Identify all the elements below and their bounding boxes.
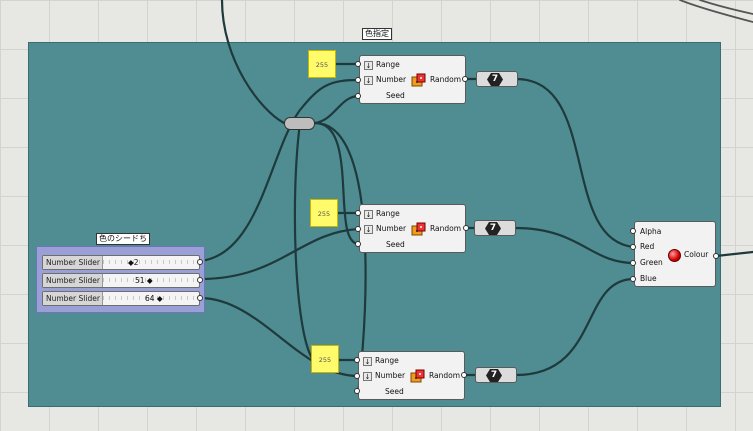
number-slider-3[interactable]: Number Slider 64 ◆ [42, 291, 203, 306]
input-grip[interactable] [630, 228, 636, 234]
input-grip[interactable] [630, 260, 636, 266]
colour-component[interactable]: Alpha Red Green Blue Colour [634, 221, 716, 287]
number-input[interactable]: ↓Number [364, 75, 407, 85]
slider-label: Number Slider [43, 292, 103, 305]
input-grip[interactable] [354, 388, 360, 394]
seed-input[interactable]: Seed [385, 387, 404, 396]
slider-label: Number Slider [43, 256, 103, 269]
slider-value: 64 ◆ [145, 294, 163, 303]
param-toggle-icon[interactable]: ↓ [364, 224, 373, 234]
number-param-3[interactable]: 7 [475, 367, 517, 383]
param-toggle-icon[interactable]: ↓ [364, 75, 373, 85]
output-grip[interactable] [197, 259, 203, 265]
slider-track[interactable]: 64 ◆ [103, 292, 199, 305]
component-name: Random [429, 371, 461, 380]
number-slider-1[interactable]: Number Slider ◆2 [42, 255, 203, 270]
seed-input[interactable]: Seed [386, 91, 405, 100]
input-grip[interactable] [355, 226, 361, 232]
random-component-3[interactable]: ↓Range ↓Number Seed Random [358, 351, 465, 400]
random-component-2[interactable]: ↓Range ↓Number Seed Random [359, 204, 466, 253]
hexagon-number-icon: 7 [485, 222, 501, 235]
slider-track[interactable]: ◆2 [103, 256, 199, 269]
seed-input[interactable]: Seed [386, 240, 405, 249]
component-name: Random [430, 224, 462, 233]
number-param-2[interactable]: 7 [474, 220, 516, 236]
range-input[interactable]: ↓Range [363, 356, 399, 366]
number-param-1[interactable]: 7 [476, 71, 518, 87]
param-toggle-icon[interactable]: ↓ [364, 209, 373, 219]
dice-icon [411, 73, 426, 87]
colour-output[interactable]: Colour [684, 250, 709, 259]
input-grip[interactable] [630, 276, 636, 282]
main-group-title: 色指定 [362, 28, 392, 40]
panel-255-3[interactable]: 255 [311, 345, 339, 373]
output-grip[interactable] [197, 277, 203, 283]
param-toggle-icon[interactable]: ↓ [363, 371, 372, 381]
random-component-1[interactable]: ↓Range ↓Number Seed Random [359, 55, 466, 104]
hexagon-number-icon: 7 [487, 73, 503, 86]
wire-colour-out [714, 250, 753, 258]
range-input[interactable]: ↓Range [364, 60, 400, 70]
dice-icon [410, 369, 425, 383]
output-grip[interactable] [713, 253, 719, 259]
slider-track[interactable]: 51 ◆ [103, 274, 199, 287]
panel-255-1[interactable]: 255 [308, 50, 336, 78]
input-grip[interactable] [354, 357, 360, 363]
slider-group-title: 色のシードち [96, 233, 150, 245]
green-input[interactable]: Green [640, 258, 663, 267]
alpha-input[interactable]: Alpha [640, 227, 662, 236]
slider-value: 51 ◆ [135, 276, 153, 285]
hexagon-number-icon: 7 [486, 369, 502, 382]
red-input[interactable]: Red [640, 242, 655, 251]
relay-node[interactable] [284, 117, 315, 130]
slider-label: Number Slider [43, 274, 103, 287]
slider-value: ◆2 [128, 258, 139, 267]
input-grip[interactable] [355, 61, 361, 67]
component-name: Random [430, 75, 462, 84]
input-grip[interactable] [355, 77, 361, 83]
input-grip[interactable] [355, 210, 361, 216]
input-grip[interactable] [630, 244, 636, 250]
output-grip[interactable] [462, 76, 468, 82]
param-toggle-icon[interactable]: ↓ [363, 356, 372, 366]
number-input[interactable]: ↓Number [364, 224, 407, 234]
output-grip[interactable] [463, 225, 469, 231]
input-grip[interactable] [354, 373, 360, 379]
input-grip[interactable] [355, 93, 361, 99]
panel-255-2[interactable]: 255 [310, 199, 338, 227]
param-toggle-icon[interactable]: ↓ [364, 60, 373, 70]
input-grip[interactable] [355, 241, 361, 247]
dice-icon [411, 222, 426, 236]
red-sphere-icon [668, 249, 681, 262]
range-input[interactable]: ↓Range [364, 209, 400, 219]
wire-top-right-a [679, 0, 753, 23]
output-grip[interactable] [197, 295, 203, 301]
blue-input[interactable]: Blue [640, 274, 657, 283]
number-slider-2[interactable]: Number Slider 51 ◆ [42, 273, 203, 288]
output-grip[interactable] [461, 372, 467, 378]
wire-top-right-b [699, 0, 753, 15]
number-input[interactable]: ↓Number [363, 371, 406, 381]
